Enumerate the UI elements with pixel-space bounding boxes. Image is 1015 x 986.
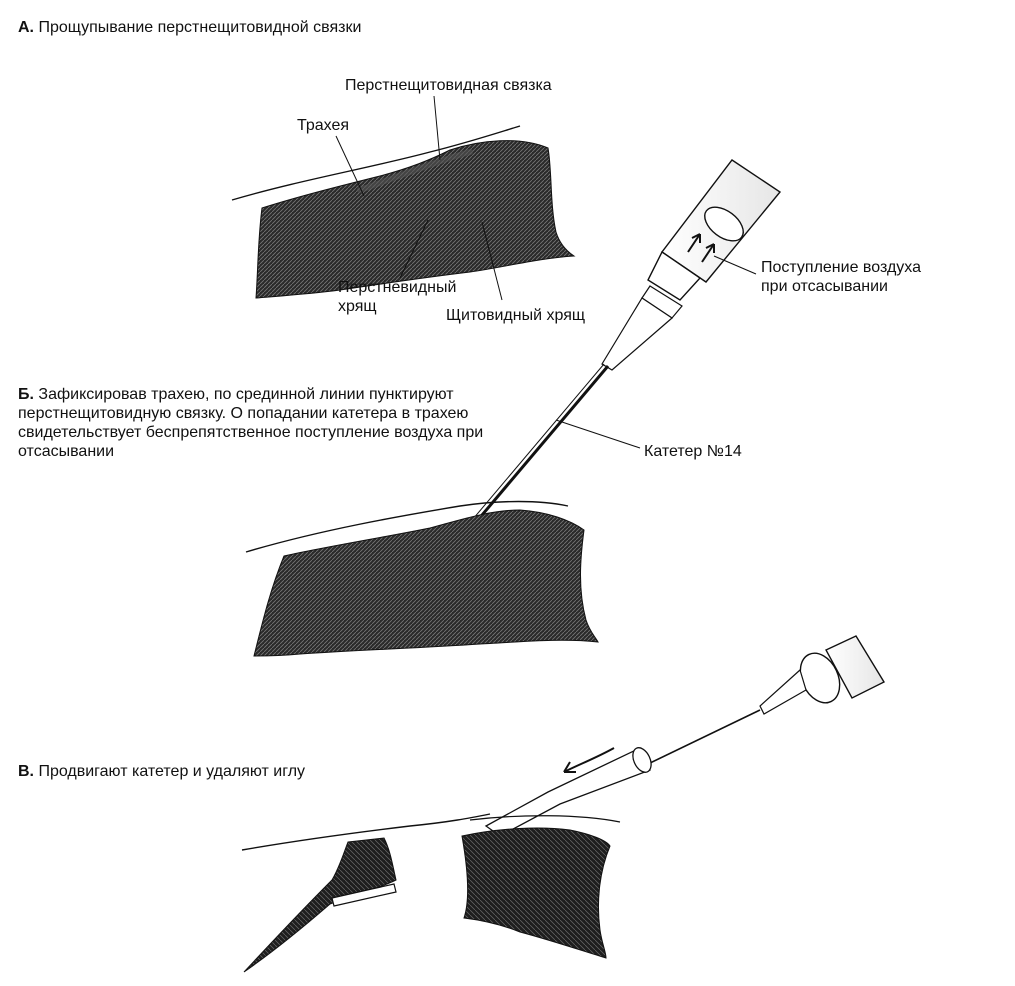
air-flow-arrow-2 bbox=[701, 243, 715, 263]
label-catheter: Катетер №14 bbox=[644, 443, 742, 460]
step-c-text: Продвигают катетер и удаляют иглу bbox=[38, 763, 306, 780]
advance-arrow bbox=[563, 747, 615, 773]
syringe-upper bbox=[461, 159, 782, 535]
step-b-caption: Б. Зафиксировав трахею, по срединной лин… bbox=[18, 385, 498, 461]
label-cricothyroid-ligament: Перстнещитовидная связка bbox=[345, 77, 552, 94]
needle-lower bbox=[647, 709, 761, 765]
label-air-line2: при отсасывании bbox=[761, 278, 888, 295]
catheter-taper bbox=[601, 297, 673, 371]
air-flow-arrow-1 bbox=[687, 233, 701, 253]
leader-ligament bbox=[433, 95, 441, 161]
label-air-line1: Поступление воздуха bbox=[761, 259, 921, 276]
skin-contour-c bbox=[241, 813, 491, 851]
step-c-letter: В. bbox=[18, 763, 34, 780]
label-trachea: Трахея bbox=[297, 117, 350, 134]
leader-cricoid bbox=[399, 219, 429, 279]
step-c-caption: В. Продвигают катетер и удаляют иглу bbox=[18, 762, 305, 781]
leader-catheter bbox=[555, 419, 641, 449]
panel-a-neck bbox=[231, 95, 576, 301]
catheter-hub bbox=[647, 250, 702, 301]
ligament-ridge-a bbox=[357, 149, 473, 193]
leader-thyroid bbox=[481, 221, 503, 301]
step-a-letter: А. bbox=[18, 19, 34, 36]
trachea-tissue-b bbox=[253, 509, 599, 657]
panel-c-syringe bbox=[484, 635, 885, 837]
step-b-text: Зафиксировав трахею, по срединной линии … bbox=[18, 386, 484, 460]
label-cricoid-line2: хрящ bbox=[338, 298, 377, 315]
needle-upper bbox=[464, 365, 610, 535]
panel-c-neck bbox=[241, 813, 621, 973]
skin-contour-c-right bbox=[469, 815, 621, 823]
trachea-tissue-c-left bbox=[243, 837, 397, 973]
leader-air bbox=[713, 255, 757, 275]
trachea-tissue-a bbox=[255, 140, 576, 299]
label-air-flow: Поступление воздуха при отсасывании bbox=[761, 258, 921, 296]
label-thyroid-cartilage: Щитовидный хрящ bbox=[446, 307, 586, 324]
label-cricoid-cartilage: Перстневидный хрящ bbox=[338, 278, 456, 316]
syringe-barrel-lower bbox=[825, 635, 885, 699]
leader-trachea bbox=[335, 135, 365, 197]
skin-contour-b bbox=[245, 500, 569, 553]
trachea-tissue-c-right bbox=[461, 827, 611, 959]
step-a-caption: А. Прощупывание перстнещитовидной связки bbox=[18, 18, 361, 37]
catheter-lower bbox=[484, 747, 651, 837]
catheter-in-trachea bbox=[331, 883, 397, 907]
step-b-letter: Б. bbox=[18, 386, 34, 403]
panel-b-neck bbox=[245, 500, 599, 657]
plunger-seal bbox=[704, 206, 744, 242]
step-a-text: Прощупывание перстнещитовидной связки bbox=[38, 19, 362, 36]
skin-contour-a bbox=[231, 125, 521, 201]
label-cricoid-line1: Перстневидный bbox=[338, 279, 457, 296]
